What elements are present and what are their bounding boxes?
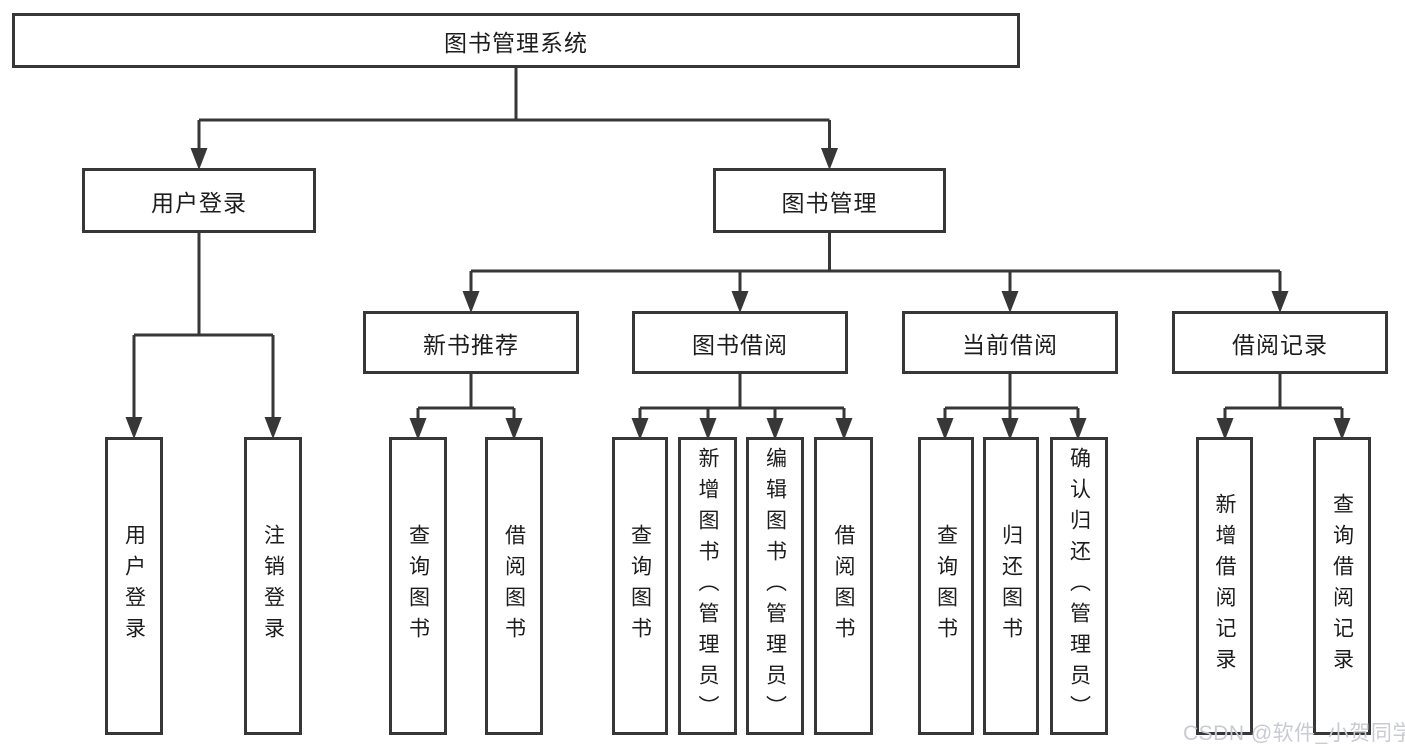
connector-line — [132, 233, 275, 419]
arrowhead — [462, 291, 480, 313]
arrowhead — [835, 418, 853, 440]
arrowhead — [699, 418, 717, 440]
node-return-books: 归还图书 — [983, 437, 1039, 735]
arrowhead — [936, 418, 954, 440]
arrowhead — [1001, 291, 1019, 313]
node-add-books-admin: 新增图书（管理员） — [678, 437, 737, 735]
arrowhead — [264, 417, 282, 439]
connector-line — [416, 374, 516, 420]
node-query-books-current: 查询图书 — [918, 437, 974, 735]
connector-borrowing-to-leaves — [631, 374, 853, 440]
arrowhead — [125, 417, 143, 439]
connector-line — [469, 233, 1282, 293]
connector-line — [197, 68, 831, 150]
connector-line — [1223, 374, 1344, 420]
arrowhead — [1333, 418, 1351, 440]
connector-line — [943, 374, 1080, 420]
node-logout: 注销登录 — [244, 437, 302, 735]
node-user-login: 用户登录 — [82, 168, 316, 233]
node-edit-books-admin: 编辑图书（管理员） — [746, 437, 804, 735]
arrowhead — [1069, 418, 1087, 440]
connector-line — [638, 374, 846, 420]
connector-book-mgmt-to-level3 — [462, 233, 1289, 313]
arrowhead — [505, 418, 523, 440]
node-current-borrowing: 当前借阅 — [902, 311, 1118, 374]
node-borrow-books-recommend: 借阅图书 — [485, 437, 543, 735]
node-borrow-books-borrowing: 借阅图书 — [814, 437, 873, 735]
node-borrowing-records: 借阅记录 — [1172, 311, 1388, 374]
node-new-book-recommend: 新书推荐 — [363, 311, 579, 374]
arrowhead — [1001, 418, 1019, 440]
arrowhead — [409, 418, 427, 440]
arrowhead — [1216, 418, 1234, 440]
node-user-login-leaf: 用户登录 — [105, 437, 163, 735]
arrowhead — [1271, 291, 1289, 313]
node-library-management-system: 图书管理系统 — [12, 13, 1020, 68]
arrowhead — [631, 418, 649, 440]
arrowhead — [190, 148, 208, 170]
connector-recommend-to-leaves — [409, 374, 523, 440]
node-query-borrow-record: 查询借阅记录 — [1313, 437, 1371, 735]
connector-current-to-leaves — [936, 374, 1087, 440]
connector-root-to-level2 — [190, 68, 838, 170]
node-query-books-borrowing: 查询图书 — [612, 437, 668, 735]
arrowhead — [821, 148, 838, 170]
arrowhead — [731, 291, 749, 313]
node-add-borrow-record: 新增借阅记录 — [1196, 437, 1253, 735]
watermark-text: CSDN @软件_小贺同学 — [1183, 722, 1405, 745]
node-book-borrowing: 图书借阅 — [632, 311, 848, 374]
node-confirm-return-admin: 确认归还（管理员） — [1050, 437, 1108, 735]
arrowhead — [766, 418, 784, 440]
connector-user-login-to-leaves — [125, 233, 282, 439]
connector-records-to-leaves — [1216, 374, 1351, 440]
node-query-books-recommend: 查询图书 — [389, 437, 447, 735]
node-book-management: 图书管理 — [713, 168, 946, 233]
